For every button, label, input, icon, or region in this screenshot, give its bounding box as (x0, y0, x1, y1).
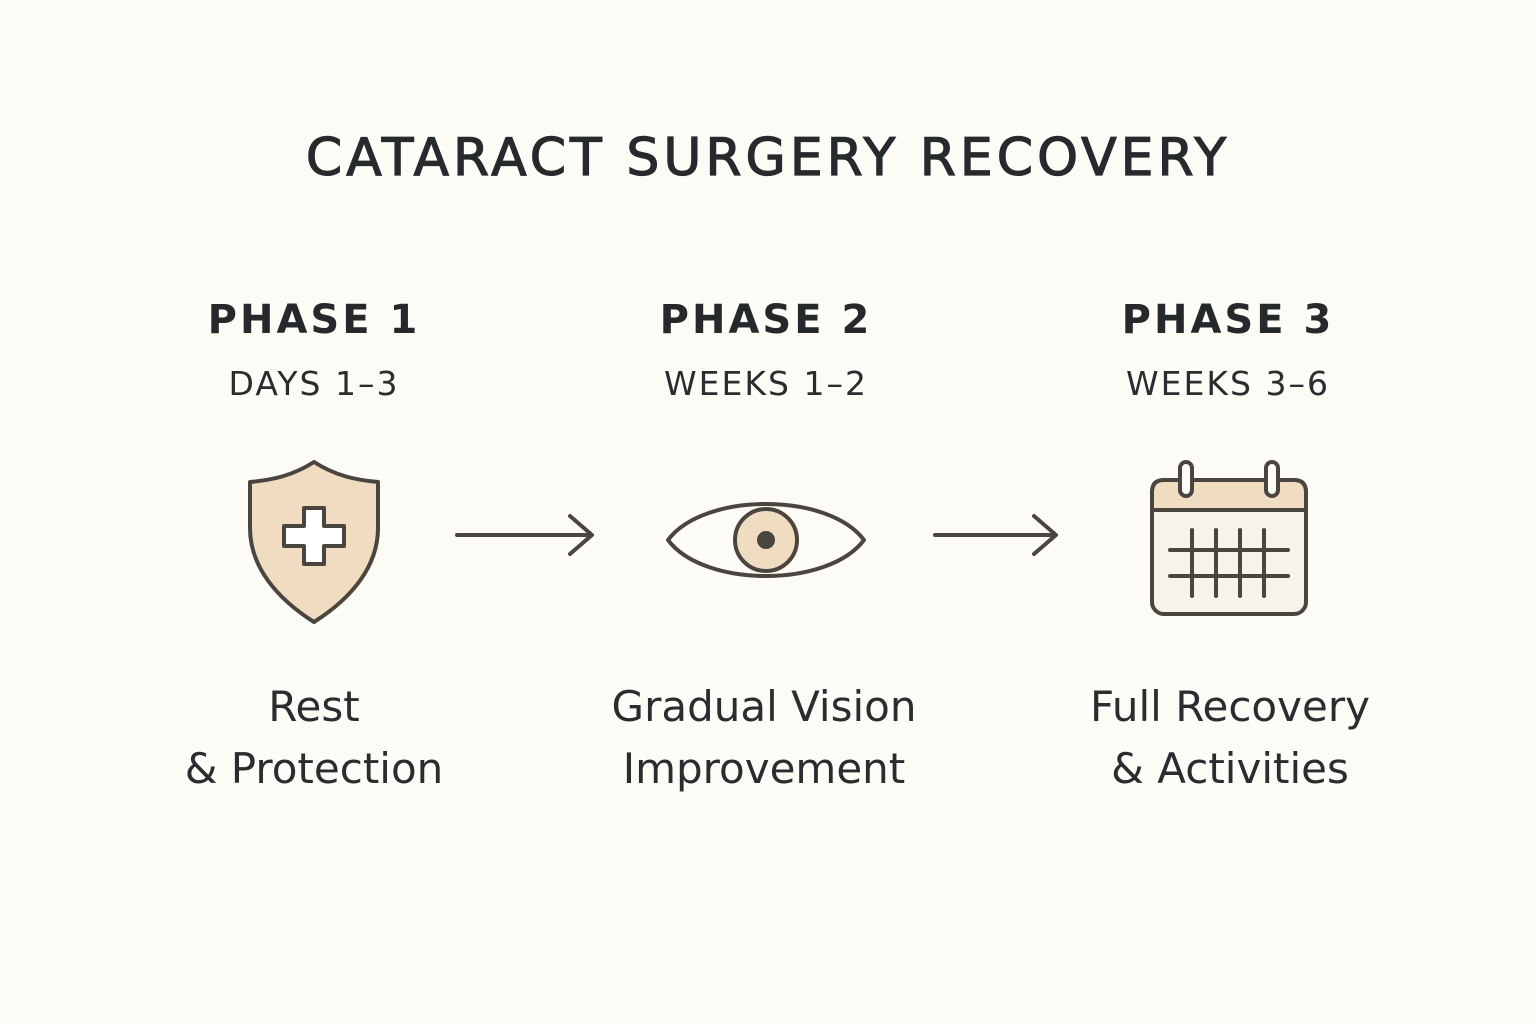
phase-2-heading: PHASE 2 (659, 297, 873, 343)
calendar-icon (1150, 460, 1308, 616)
phase-1-range: DAYS 1–3 (228, 364, 400, 403)
phase-1-heading: PHASE 1 (207, 297, 421, 343)
phase-2-description-line2: Improvement (622, 744, 906, 793)
phase-2-range: WEEKS 1–2 (664, 364, 868, 403)
arrow-right-icon (455, 514, 594, 556)
eye-icon (666, 502, 866, 578)
phase-3-description-line1: Full Recovery (1090, 682, 1370, 731)
arrow-right-icon (933, 514, 1058, 556)
phase-3-heading: PHASE 3 (1121, 297, 1335, 343)
phase-2-description-line1: Gradual Vision (611, 682, 917, 731)
phase-1-description-line2: & Protection (184, 744, 444, 793)
phase-3-description-line2: & Activities (1111, 744, 1349, 793)
diagram-title: CATARACT SURGERY RECOVERY (305, 127, 1231, 188)
shield-plus-icon (248, 460, 380, 624)
phase-3-range: WEEKS 3–6 (1126, 364, 1330, 403)
phase-1-description: Rest & Protection (104, 676, 524, 800)
phase-2-description: Gradual Vision Improvement (554, 676, 974, 800)
phase-1-description-line1: Rest (268, 682, 360, 731)
phase-3-description: Full Recovery & Activities (1020, 676, 1440, 800)
